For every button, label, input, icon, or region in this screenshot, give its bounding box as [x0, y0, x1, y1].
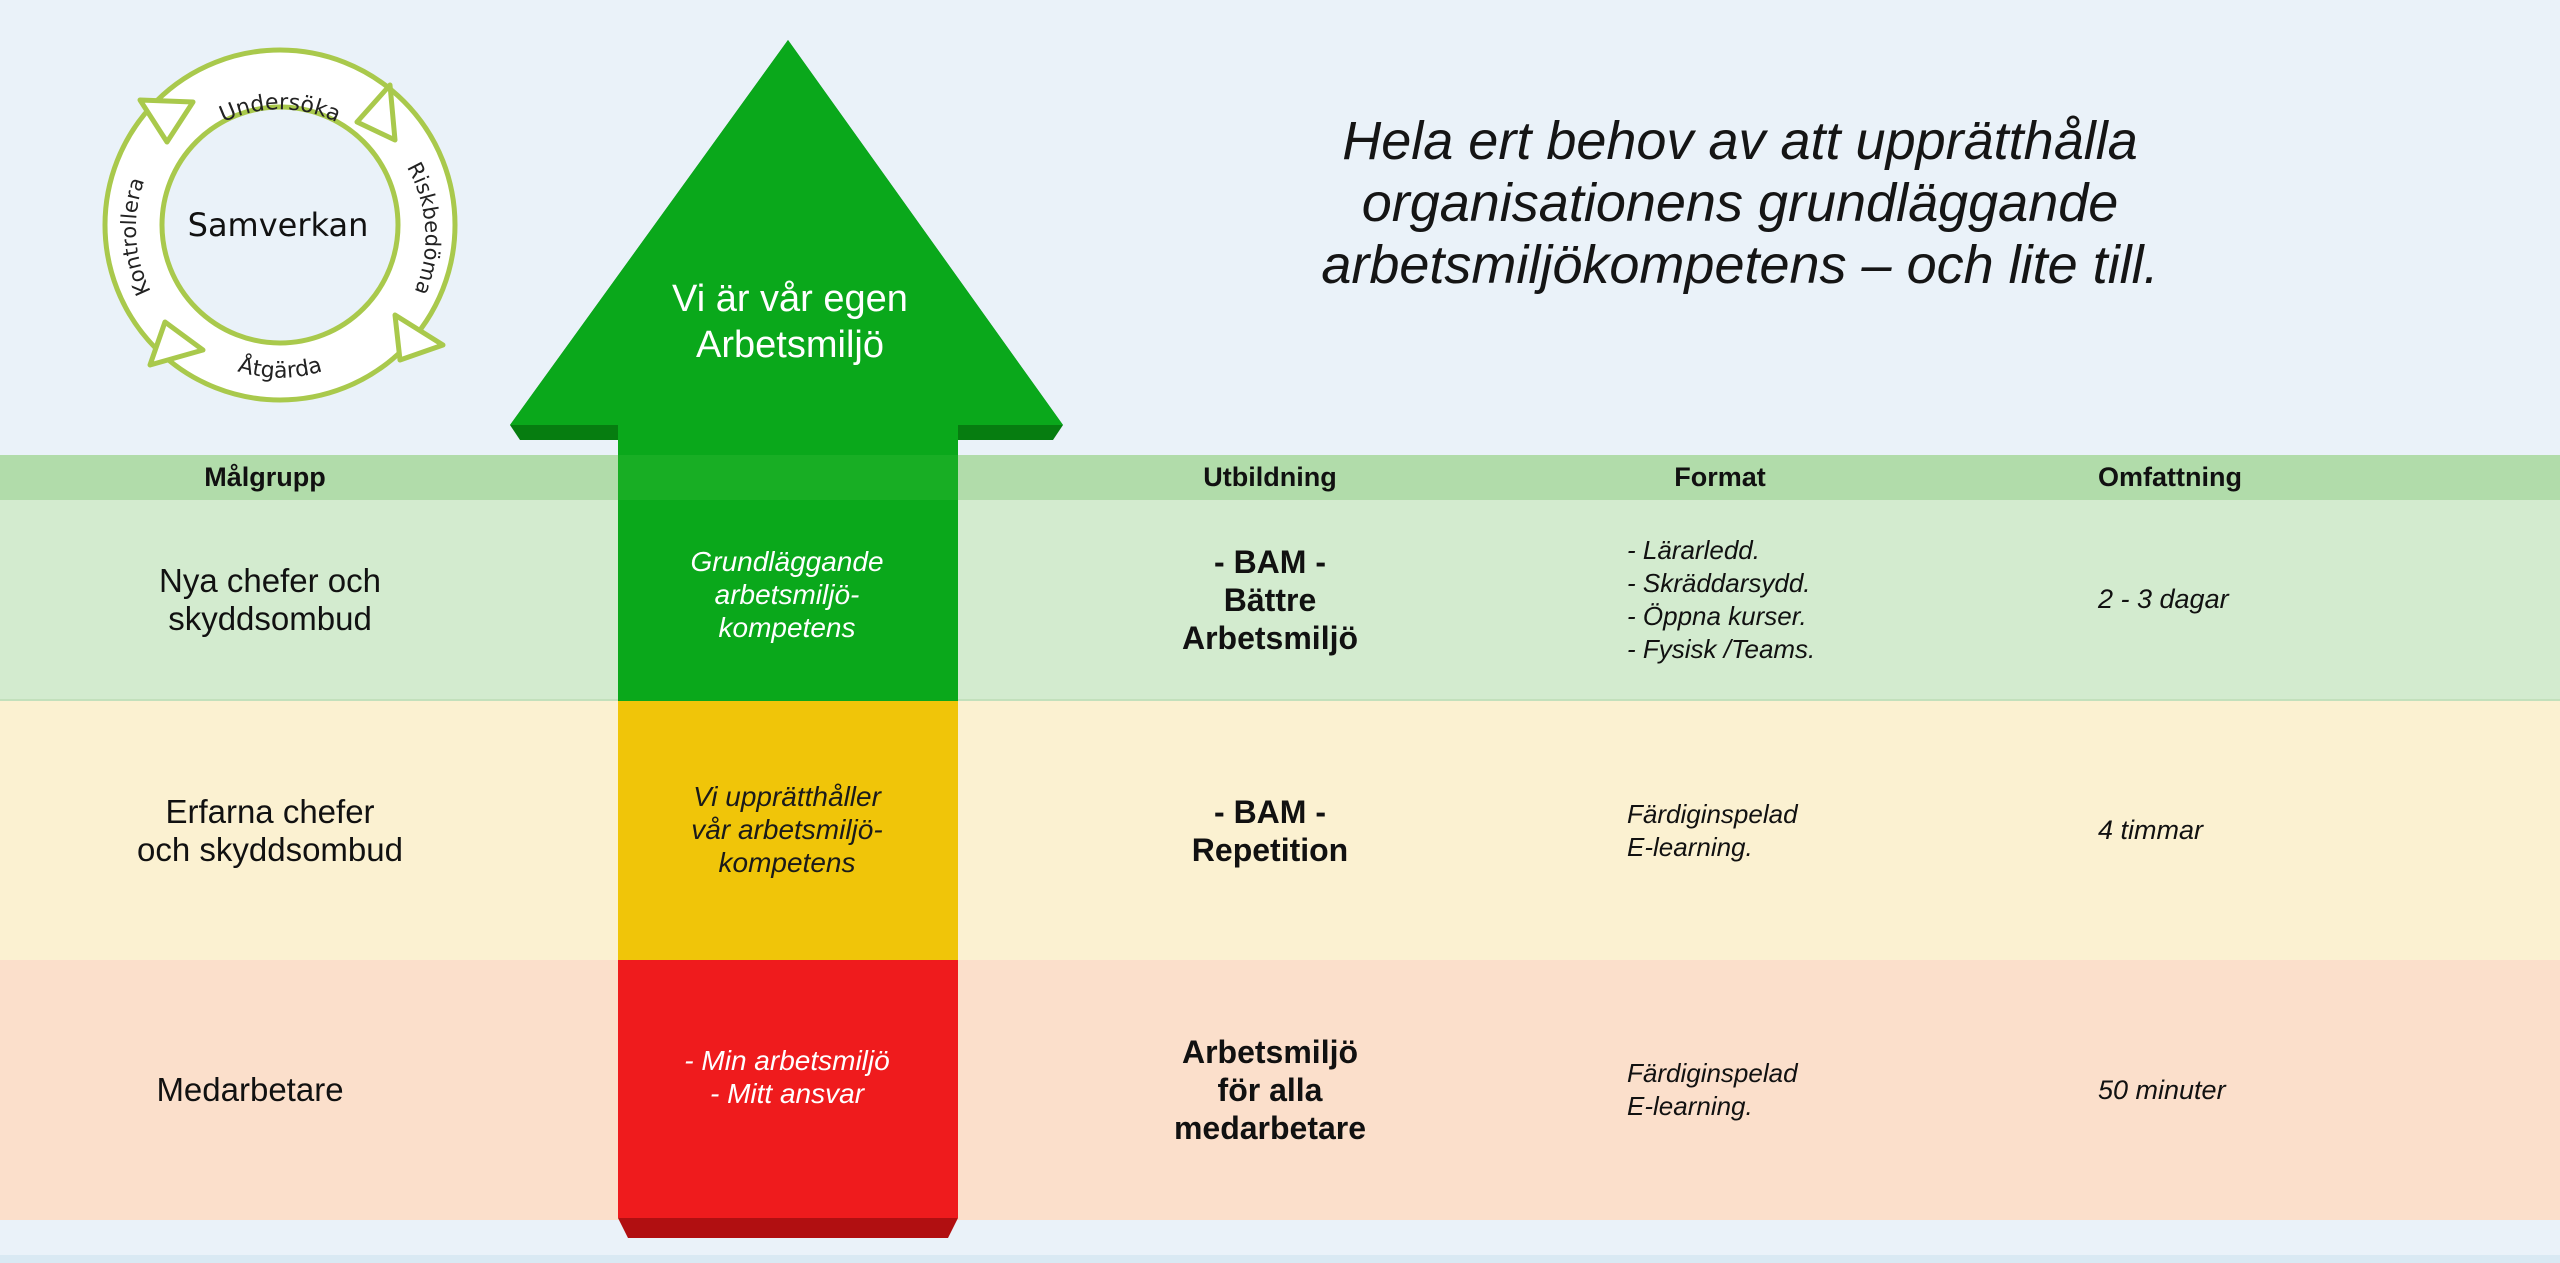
cycle-diagram: Undersöka Riskbedöma Åtgärda Kontrollera… — [102, 47, 458, 403]
scope-cell: 2 - 3 dagar — [2098, 584, 2229, 614]
level-arrow — [510, 40, 1063, 1238]
cycle-arrow-icon — [137, 97, 196, 145]
headline: Hela ert behov av att upprätthålla organ… — [1180, 110, 2300, 296]
arrow-level-yellow — [618, 701, 958, 960]
arrow-title-line: Arbetsmiljö — [696, 324, 884, 366]
header-format: Format — [1674, 462, 1766, 492]
scope-cell: 50 minuter — [2098, 1074, 2226, 1105]
headline-line: arbetsmiljökompetens – och lite till. — [1321, 235, 2159, 295]
table-header-row — [0, 455, 2560, 500]
arrow-header-overlay — [618, 455, 958, 500]
cycle-inner-ring — [159, 104, 401, 346]
header-target: Målgrupp — [204, 462, 326, 492]
arrow-level-green — [618, 500, 958, 701]
format-cell: - Lärarledd.- Skräddarsydd.- Öppna kurse… — [1627, 534, 1816, 664]
target-cell: Medarbetare — [156, 1071, 344, 1108]
arrow-level-line: kompetens — [718, 612, 856, 643]
cycle-center-label: Samverkan — [188, 206, 369, 244]
education-cell: - BAM -Repetition — [1191, 793, 1349, 868]
row-band-red — [0, 960, 2560, 1220]
arrow-level-line: vår arbetsmiljö- — [691, 814, 883, 845]
arrow-level-red — [618, 960, 958, 1218]
cycle-arrow-icon — [392, 312, 446, 363]
arrow-level-text-green: Grundläggande arbetsmiljö- kompetens — [617, 545, 957, 644]
arrow-title: Vi är vår egen Arbetsmiljö — [600, 276, 980, 368]
bottom-divider — [0, 1255, 2560, 1263]
header-education: Utbildning — [1203, 462, 1337, 492]
arrow-head — [510, 40, 1063, 425]
arrow-title-line: Vi är vår egen — [672, 278, 908, 320]
arrow-level-line: Grundläggande — [690, 546, 884, 577]
arrow-level-text-yellow: Vi upprätthåller vår arbetsmiljö- kompet… — [617, 780, 957, 879]
arrow-level-line: arbetsmiljö- — [714, 579, 860, 610]
headline-line: organisationens grundläggande — [1361, 173, 2119, 233]
arrow-level-line: Vi upprätthåller — [693, 781, 881, 812]
cycle-arrow-icon — [354, 82, 398, 143]
arrow-level-line: kompetens — [718, 847, 856, 878]
arrow-level-line: - Min arbetsmiljö — [684, 1045, 890, 1076]
scope-cell: 4 timmar — [2098, 815, 2204, 845]
arrow-level-text-red: - Min arbetsmiljö - Mitt ansvar — [617, 1044, 957, 1110]
row-band-green — [0, 500, 2560, 701]
headline-line: Hela ert behov av att upprätthålla — [1342, 111, 2138, 171]
arrow-level-line: - Mitt ansvar — [709, 1078, 865, 1109]
row-band-yellow — [0, 701, 2560, 960]
arrow-base-shadow — [618, 1218, 958, 1238]
cycle-arrow-icon — [147, 319, 206, 368]
header-scope: Omfattning — [2098, 462, 2242, 492]
